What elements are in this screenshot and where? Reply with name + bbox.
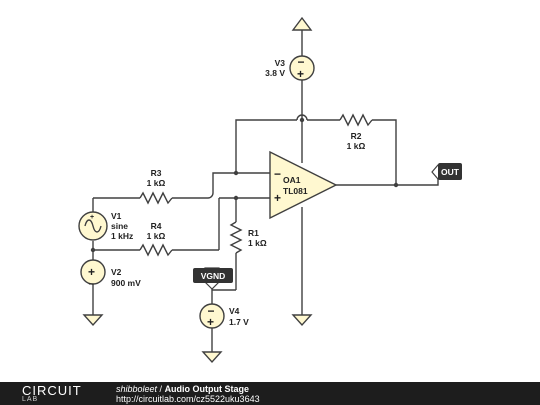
v3-name: V3: [275, 58, 286, 68]
circuitlab-logo[interactable]: CIRCUIT: [22, 383, 82, 398]
r3-name: R3: [151, 168, 162, 178]
ground-icon: [291, 314, 313, 327]
svg-text:+: +: [297, 67, 304, 81]
out-label: OUT: [441, 167, 460, 177]
junction-dots: [90, 117, 399, 253]
r4-value: 1 kΩ: [147, 231, 166, 241]
v4-value: 1.7 V: [229, 317, 249, 327]
r4-name: R4: [151, 221, 162, 231]
vgnd-tag[interactable]: VGND: [193, 267, 233, 290]
opamp-oa1[interactable]: − + OA1 TL081: [269, 150, 338, 220]
ground-icon: [82, 314, 104, 327]
out-tag[interactable]: OUT: [431, 163, 462, 180]
v4-name: V4: [229, 306, 240, 316]
author-name[interactable]: shibboleet: [116, 384, 158, 394]
title-separator: /: [157, 384, 165, 394]
vgnd-label: VGND: [201, 271, 226, 281]
footer-title-line: shibboleet / Audio Output Stage: [116, 384, 249, 394]
resistor-r4[interactable]: [139, 243, 173, 257]
schematic-canvas: − + V3 3.8 V R2 1 kΩ OUT − + OA1 TL081 R…: [78, 16, 462, 364]
opamp-plus: +: [274, 191, 281, 205]
circuit-url[interactable]: http://circuitlab.com/cz5522uku3643: [116, 394, 260, 404]
resistor-r3[interactable]: [139, 191, 173, 205]
footer-bar: CIRCUIT LAB shibboleet / Audio Output St…: [0, 382, 540, 405]
source-v2[interactable]: + −: [80, 259, 106, 289]
svg-text:+: +: [88, 265, 95, 279]
r3-value: 1 kΩ: [147, 178, 166, 188]
opamp-model: TL081: [283, 186, 308, 196]
svg-text:−: −: [298, 55, 305, 69]
vcc-arrow-icon: [291, 16, 313, 31]
svg-text:−: −: [89, 279, 94, 289]
v2-name: V2: [111, 267, 122, 277]
r1-value: 1 kΩ: [248, 238, 267, 248]
svg-text:+: +: [207, 315, 214, 329]
ground-icon: [201, 351, 223, 364]
source-v4[interactable]: − +: [199, 303, 225, 329]
v1-freq: 1 kHz: [111, 231, 133, 241]
opamp-minus: −: [274, 167, 281, 181]
v2-value: 900 mV: [111, 278, 141, 288]
svg-text:+: +: [90, 214, 94, 221]
source-v3[interactable]: − +: [289, 55, 315, 81]
v1-type: sine: [111, 221, 128, 231]
svg-text:−: −: [208, 304, 215, 318]
r2-name: R2: [351, 131, 362, 141]
r2-value: 1 kΩ: [347, 141, 366, 151]
opamp-name: OA1: [283, 175, 301, 185]
v3-value: 3.8 V: [265, 68, 285, 78]
r1-name: R1: [248, 228, 259, 238]
circuitlab-logo-sub: LAB: [22, 396, 39, 403]
wires: [92, 30, 439, 352]
source-v1[interactable]: +: [78, 211, 108, 241]
resistor-r2[interactable]: [339, 113, 373, 127]
v1-name: V1: [111, 211, 122, 221]
circuit-title: Audio Output Stage: [164, 384, 250, 394]
resistor-r1[interactable]: [229, 221, 243, 254]
